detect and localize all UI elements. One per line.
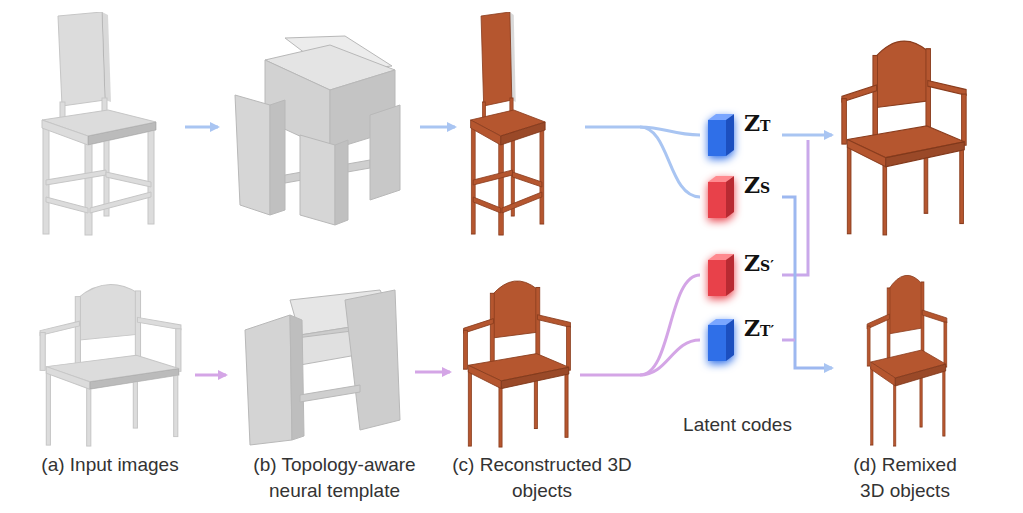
group-label: Latent codes (675, 412, 800, 438)
panel-caption: (b) Topology-aware neural template (232, 452, 437, 504)
latent-cube (706, 315, 738, 365)
latent-code: ZT′ (700, 315, 777, 365)
latent-label: ZT (744, 110, 770, 136)
latent-cube (706, 110, 738, 160)
panel-caption: (c) Reconstructed 3D objects (452, 452, 632, 504)
latent-code: ZT (700, 110, 773, 160)
latent-label: ZT′ (744, 315, 774, 341)
latent-code: ZS (700, 172, 773, 222)
panel-caption: (d) Remixed 3D objects (840, 452, 970, 504)
latent-cube (706, 250, 738, 300)
latent-code: ZS′ (700, 250, 776, 300)
latent-label: ZS (744, 172, 770, 198)
latent-label: ZS′ (744, 250, 774, 276)
panel-caption: (a) Input images (0, 452, 220, 478)
latent-cube (706, 172, 738, 222)
